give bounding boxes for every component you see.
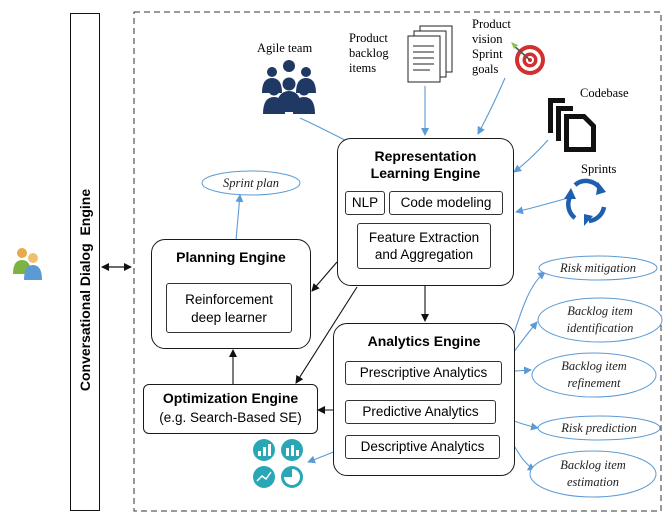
codebase-label: Codebase xyxy=(580,86,629,100)
backlog-estimation-ellipse xyxy=(529,450,657,498)
product-vision-label: Product vision Sprint goals xyxy=(472,17,511,76)
agile-team-label: Agile team xyxy=(257,41,313,55)
sprints-label: Sprints xyxy=(581,162,617,176)
nlp-box: NLP xyxy=(345,191,385,215)
optimization-engine-subtitle: (e.g. Search-Based SE) xyxy=(159,410,302,425)
codebase-icon xyxy=(548,98,596,152)
sprint-plan-ellipse xyxy=(201,170,301,196)
system-frame xyxy=(133,11,662,512)
documents-icon xyxy=(407,25,453,83)
rep-to-planning-arrow xyxy=(311,261,338,292)
feature-extraction-box: Feature Extraction and Aggregation xyxy=(357,223,491,269)
code-modeling-box: Code modeling xyxy=(389,191,503,215)
backlog-refinement-ellipse xyxy=(531,352,657,398)
target-icon xyxy=(511,42,545,75)
dashboard-icons xyxy=(253,439,303,488)
product-backlog-label: Product backlog items xyxy=(349,31,389,75)
sprints-arrow xyxy=(515,197,569,215)
backlog-identification-text: Backlog item identification xyxy=(566,304,634,335)
dialog-engine-bar: Conversational Dialog Engine xyxy=(70,13,100,511)
backlog-identification-ellipse xyxy=(537,297,663,343)
representation-engine: Representation Learning Engine NLP Code … xyxy=(337,138,514,286)
vision-arrow xyxy=(477,77,506,135)
representation-engine-title: Representation Learning Engine xyxy=(370,148,481,181)
descriptive-analytics-box: Descriptive Analytics xyxy=(345,435,500,459)
rep-to-opt-arrow xyxy=(295,286,358,384)
optimization-engine-title: Optimization Engine xyxy=(162,390,299,406)
planning-engine-title: Planning Engine xyxy=(176,249,286,265)
risk-mitigation-ellipse xyxy=(538,255,658,281)
prescriptive-analytics-box: Prescriptive Analytics xyxy=(345,361,502,385)
rl-box: Reinforcement deep learner xyxy=(166,283,292,333)
sprint-plan-text: Sprint plan xyxy=(223,176,279,190)
risk-prediction-ellipse xyxy=(537,415,661,441)
risk-mitigation-text: Risk mitigation xyxy=(559,261,637,275)
users-icon xyxy=(13,248,42,280)
optimization-engine: Optimization Engine (e.g. Search-Based S… xyxy=(143,384,318,434)
agile-team-icon xyxy=(262,60,316,114)
backlog-refinement-text: Backlog item refinement xyxy=(561,359,627,390)
dialog-engine-label: Conversational Dialog Engine xyxy=(77,188,93,392)
planning-engine: Planning Engine Reinforcement deep learn… xyxy=(151,239,311,349)
codebase-arrow xyxy=(513,139,549,173)
analytics-engine: Analytics Engine Prescriptive Analytics … xyxy=(333,323,515,476)
sprint-plan-arrow xyxy=(235,194,244,241)
backlog-estimation-text: Backlog item estimation xyxy=(560,458,626,489)
risk-prediction-text: Risk prediction xyxy=(561,421,637,435)
analytics-engine-title: Analytics Engine xyxy=(367,333,481,349)
predictive-analytics-box: Predictive Analytics xyxy=(345,400,496,424)
